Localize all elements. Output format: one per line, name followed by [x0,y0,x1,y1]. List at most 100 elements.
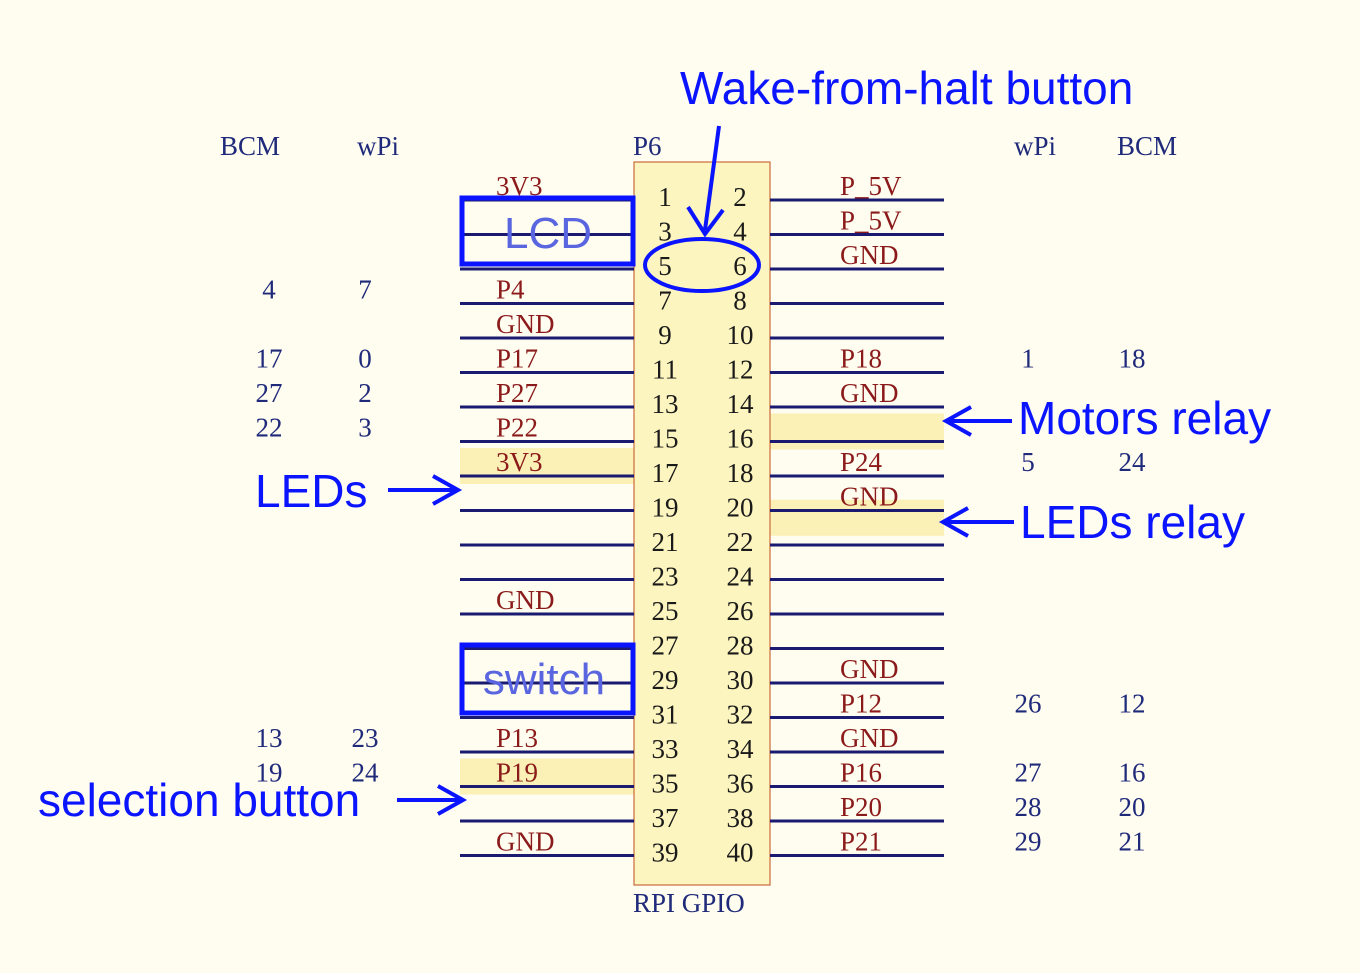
pin-number: 38 [727,803,754,833]
pin-number: 22 [727,527,754,557]
net-label: P_5V [840,171,902,201]
bcm-index: 18 [1119,344,1146,374]
net-label: GND [496,309,555,339]
net-label: P16 [840,758,882,788]
pin-number: 25 [652,596,679,626]
net-label: P12 [840,689,882,719]
highlight-band [460,448,634,484]
pin-number: 29 [652,665,679,695]
pin-number: 2 [733,182,747,212]
bcm-index: 24 [1119,447,1147,477]
net-label: GND [840,482,899,512]
pin-number: 1 [658,182,672,212]
pin-number: 27 [652,631,679,661]
net-label: P21 [840,827,882,857]
wpi-index: 2 [358,378,372,408]
pin-number: 17 [652,458,679,488]
bcm-index: 16 [1119,758,1146,788]
lcd-box [459,195,636,267]
highlight-band [770,499,944,536]
switch-box [459,642,636,716]
net-label: P24 [840,447,883,477]
part-ref-label: P6 [633,131,662,161]
bcm-index: 21 [1119,827,1146,857]
pin-number: 3 [658,217,672,247]
pin-number: 40 [727,838,754,868]
leds-relay-arrow-head [938,506,969,538]
pin-number: 39 [652,838,679,868]
net-label: P17 [496,344,538,374]
bcm-index: 22 [256,413,283,443]
net-label: P20 [840,792,882,822]
pin-number: 21 [652,527,679,557]
pin-number: 5 [658,251,672,281]
leds-arrow-head [432,474,463,506]
pin-number: 36 [727,769,754,799]
wpi-index: 24 [352,758,380,788]
col-header-wpi-right: wPi [1014,131,1056,161]
pin-number: 9 [658,320,672,350]
net-label: GND [496,585,555,615]
selection-annotation: selection button [38,774,360,826]
pin-number: 16 [727,424,754,454]
wpi-index: 5 [1021,447,1035,477]
pin-number: 20 [727,493,754,523]
net-label: GND [496,827,555,857]
pin-number: 12 [727,355,754,385]
selection-arrow-head [437,784,468,816]
net-label: GND [840,378,899,408]
net-label: GND [840,654,899,684]
net-label: P4 [496,275,525,305]
col-header-bcm-right: BCM [1117,131,1177,161]
pin-number: 11 [652,355,678,385]
col-header-wpi-left: wPi [357,131,399,161]
wpi-index: 27 [1015,758,1042,788]
pin-number: 15 [652,424,679,454]
pin-number: 34 [727,734,755,764]
wpi-index: 3 [358,413,372,443]
annotations: Wake-from-halt button LCD switch LEDs se… [38,62,1271,826]
net-label: P_5V [840,206,902,236]
highlight-band [460,758,634,795]
pin-number: 37 [652,803,679,833]
bcm-index: 17 [256,344,283,374]
pin-number: 24 [727,562,755,592]
net-label: GND [840,240,899,270]
net-label: GND [840,723,899,753]
motors-relay-annotation: Motors relay [1018,392,1271,444]
pin-number: 31 [652,700,679,730]
motors-arrow-head [941,405,972,437]
leds-annotation: LEDs [255,465,367,517]
pin-number: 6 [733,251,747,281]
net-label: P19 [496,758,538,788]
wake-annotation: Wake-from-halt button [680,62,1133,114]
part-name-label: RPI GPIO [633,888,745,918]
pin-number: 8 [733,286,747,316]
pin-number: 26 [727,596,754,626]
wpi-index: 1 [1021,344,1035,374]
net-label: P18 [840,344,882,374]
lcd-label: LCD [504,209,592,258]
wake-pin-circle [643,237,761,293]
wake-arrow [703,125,721,231]
bcm-index: 27 [256,378,283,408]
pin-number: 32 [727,700,754,730]
switch-label: switch [483,655,605,704]
pin-number: 35 [652,769,679,799]
pin-number: 30 [727,665,754,695]
net-label: P27 [496,378,538,408]
pin-number: 7 [658,286,672,316]
wpi-index: 29 [1015,827,1042,857]
col-header-bcm-left: BCM [220,131,280,161]
pin-number: 28 [727,631,754,661]
wpi-index: 7 [358,275,372,305]
highlight-band [770,413,944,450]
pin-number: 19 [652,493,679,523]
bcm-index: 12 [1119,689,1146,719]
bcm-index: 4 [262,275,276,305]
bcm-index: 13 [256,723,283,753]
wpi-index: 23 [352,723,379,753]
leds-relay-annotation: LEDs relay [1020,496,1245,548]
